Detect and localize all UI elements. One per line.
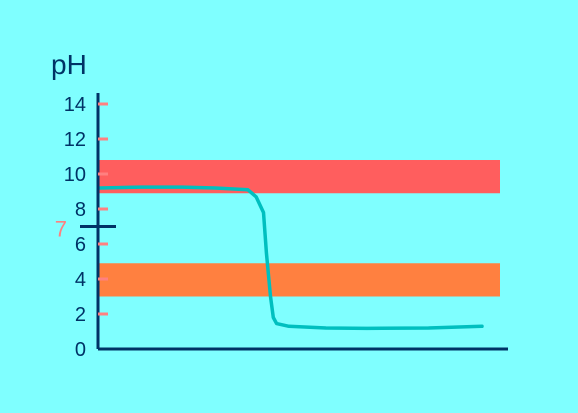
bands-layer bbox=[98, 160, 500, 297]
labels-layer: 0 2 4 6 8 10 12 14 7 pH bbox=[51, 49, 87, 361]
y-tick-label-0: 0 bbox=[75, 339, 86, 361]
y-tick-label-8: 8 bbox=[75, 199, 86, 221]
y-tick-label-10: 10 bbox=[64, 164, 86, 186]
y-axis-label: pH bbox=[51, 49, 87, 80]
y-tick-label-6: 6 bbox=[75, 234, 86, 256]
y-tick-label-2: 2 bbox=[75, 304, 86, 326]
axes-layer bbox=[80, 93, 508, 351]
band-1 bbox=[98, 263, 500, 297]
y-tick-label-12: 12 bbox=[64, 129, 86, 151]
series-layer bbox=[98, 185, 484, 331]
y-tick-label-14: 14 bbox=[64, 94, 86, 116]
series-line-0 bbox=[98, 185, 484, 331]
neutral-marker-label: 7 bbox=[55, 217, 67, 242]
y-tick-label-4: 4 bbox=[75, 269, 86, 291]
